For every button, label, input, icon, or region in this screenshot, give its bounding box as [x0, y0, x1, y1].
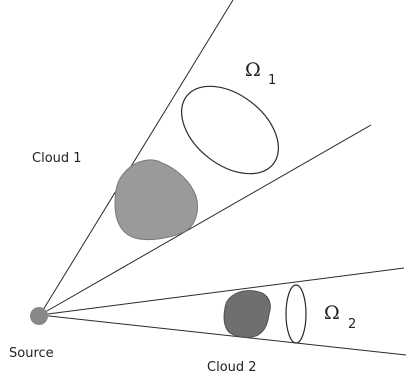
omega2-subscript: 2 — [348, 317, 356, 332]
source-point — [30, 307, 48, 325]
cloud1-label: Cloud 1 — [32, 151, 82, 166]
solid-angle-2-ellipse — [285, 284, 307, 344]
cone1-lower-line — [39, 124, 372, 316]
cloud1-blob — [114, 159, 198, 241]
cone1-upper-line — [39, 0, 234, 316]
source-label: Source — [9, 346, 54, 361]
omega1-subscript: 1 — [268, 73, 276, 88]
cone2-upper-line — [39, 267, 405, 316]
omega2-symbol: Ω — [324, 302, 340, 324]
solid-angle-1-ellipse — [180, 85, 280, 175]
omega1-symbol: Ω — [245, 59, 261, 81]
cloud2-blob — [223, 290, 271, 338]
cloud2-label: Cloud 2 — [207, 360, 257, 375]
cone2-lower-line — [39, 314, 406, 356]
